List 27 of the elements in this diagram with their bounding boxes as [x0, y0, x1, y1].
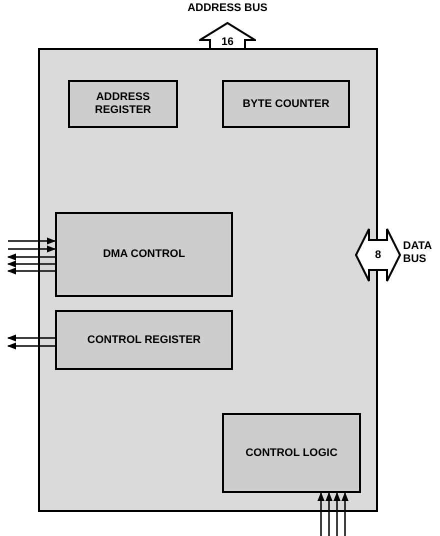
signal-arrow [8, 237, 56, 245]
block-box [68, 80, 178, 128]
signal-arrow [7, 260, 55, 268]
bus-label: DATA BUS [403, 240, 433, 266]
bus-width: 16 [221, 35, 234, 50]
signal-arrow [7, 253, 55, 261]
block-label: CONTROL REGISTER [86, 334, 202, 346]
block-box [55, 310, 233, 370]
bus-arrow [199, 22, 256, 49]
block-label: ADDRESS REGISTER [94, 91, 152, 117]
block-box [222, 413, 361, 493]
signal-arrow [341, 492, 349, 536]
block-box [55, 212, 233, 297]
bidirectional-bus-arrow [355, 228, 401, 282]
signal-arrow [317, 492, 325, 536]
block-label: BYTE COUNTER [242, 98, 330, 110]
signal-arrow [333, 492, 341, 536]
signal-arrow [7, 267, 55, 275]
block-label: CONTROL LOGIC [244, 446, 339, 460]
bus-width: 8 [374, 248, 382, 263]
signal-arrow [7, 342, 55, 350]
signal-arrow [7, 334, 55, 342]
signal-arrow [8, 245, 56, 253]
block-box [222, 80, 350, 128]
block-label: DMA CONTROL [102, 248, 186, 261]
signal-arrow [325, 492, 333, 536]
bus-label: ADDRESS BUS [186, 2, 269, 15]
